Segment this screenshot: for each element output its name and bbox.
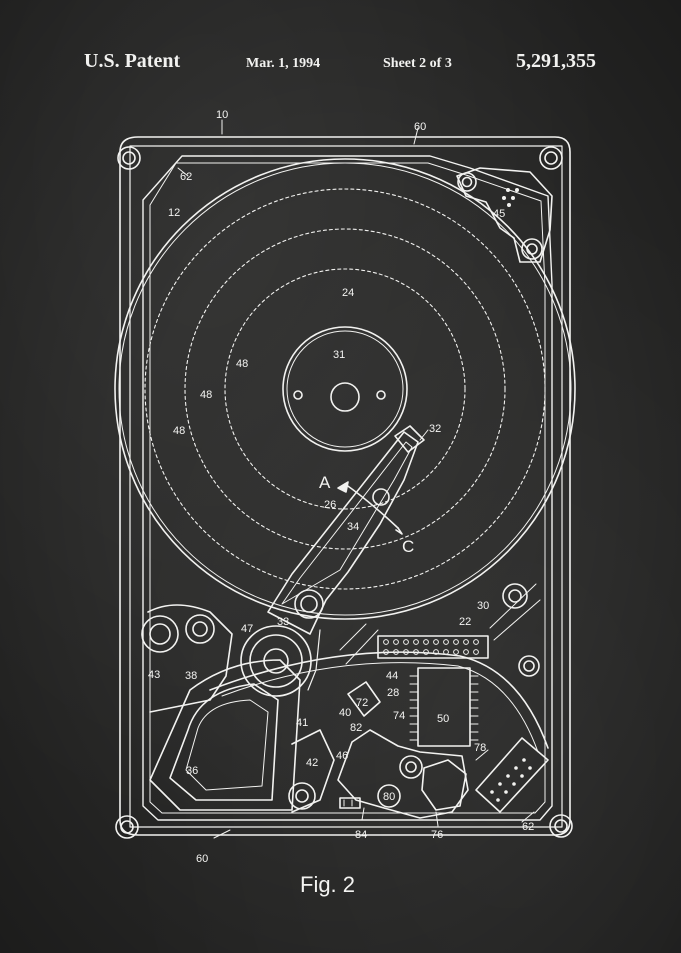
- reference-numerals: 10 60 62 12 45 24 31 48 48 48 32 A C 26 …: [148, 109, 534, 865]
- connector-bracket: [456, 167, 553, 263]
- leader-lines: [177, 119, 535, 839]
- label-10: 10: [216, 109, 228, 121]
- label-84: 84: [355, 829, 367, 841]
- voice-coil-motor: [141, 604, 335, 813]
- label-38: 38: [185, 670, 197, 682]
- connector-pins: [339, 583, 541, 677]
- patent-header: U.S. Patent Mar. 1, 1994 Sheet 2 of 3 5,…: [0, 50, 681, 80]
- label-60-bottom: 60: [196, 853, 208, 865]
- grid-connector: [475, 737, 549, 813]
- label-24: 24: [342, 287, 354, 299]
- label-82: 82: [350, 722, 362, 734]
- label-22: 22: [459, 616, 471, 628]
- label-48-c: 48: [173, 425, 185, 437]
- label-41: 41: [296, 717, 308, 729]
- label-12: 12: [168, 207, 180, 219]
- label-62-tl: 62: [180, 171, 192, 183]
- label-43: 43: [148, 669, 160, 681]
- flex-cable: [209, 651, 549, 753]
- latch-mechanism: [337, 681, 469, 819]
- label-72: 72: [356, 697, 368, 709]
- label-32: 32: [429, 423, 441, 435]
- rotation-arrows: [337, 481, 403, 535]
- disk-platter: [114, 158, 576, 620]
- label-42: 42: [306, 757, 318, 769]
- actuator-arm: [267, 425, 425, 691]
- label-30: 30: [477, 600, 489, 612]
- chip: [409, 667, 479, 747]
- label-a: A: [319, 473, 331, 492]
- label-36: 36: [186, 765, 198, 777]
- label-31: 31: [333, 349, 345, 361]
- label-34: 34: [347, 521, 359, 533]
- sheet-number: Sheet 2 of 3: [383, 56, 452, 71]
- patent-label: U.S. Patent: [84, 50, 181, 72]
- label-48-a: 48: [236, 358, 248, 370]
- label-26: 26: [324, 499, 336, 511]
- label-45: 45: [493, 208, 505, 220]
- label-78: 78: [474, 742, 486, 754]
- label-62-br: 62: [522, 821, 534, 833]
- label-74: 74: [393, 710, 405, 722]
- label-50: 50: [437, 713, 449, 725]
- label-44: 44: [386, 670, 398, 682]
- label-40: 40: [339, 707, 351, 719]
- label-48-b: 48: [200, 389, 212, 401]
- label-76: 76: [431, 829, 443, 841]
- figure-caption: Fig. 2: [300, 872, 356, 897]
- housing: [115, 136, 573, 839]
- label-28: 28: [387, 687, 399, 699]
- patent-number: 5,291,355: [516, 50, 596, 72]
- label-c: C: [402, 537, 414, 556]
- label-33: 33: [277, 616, 289, 628]
- patent-date: Mar. 1, 1994: [246, 56, 321, 71]
- label-47: 47: [241, 623, 253, 635]
- label-60-top: 60: [414, 121, 426, 133]
- label-46: 46: [336, 750, 348, 762]
- label-80: 80: [383, 791, 395, 803]
